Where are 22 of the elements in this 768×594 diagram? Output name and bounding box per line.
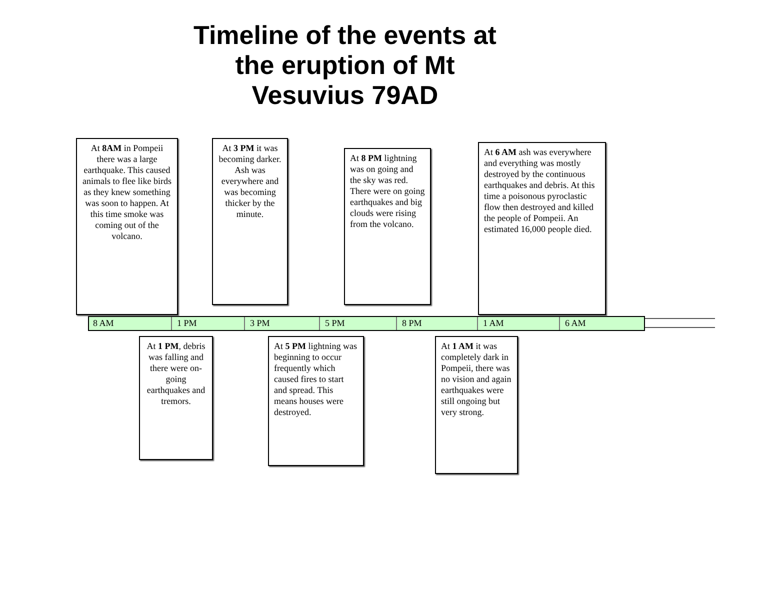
time-label: 1 PM bbox=[173, 317, 245, 330]
event-description: At 1 AM it was completely dark in Pompeii, there was no vision and again earthquakes were still ongoing but very strong. bbox=[441, 341, 512, 418]
time-label: 8 PM bbox=[398, 317, 478, 330]
event-card bbox=[268, 336, 364, 466]
event-description: At 1 PM, debris was falling and there were on-going earthquakes and tremors. bbox=[146, 341, 206, 407]
event-description: At 8 PM lightning was on going and the sky was red. There were on going earthquakes and big clouds were rising from the volcano. bbox=[350, 153, 425, 230]
time-label: 5 PM bbox=[321, 317, 397, 330]
event-card bbox=[76, 138, 178, 315]
event-card bbox=[344, 148, 431, 305]
event-card bbox=[435, 336, 518, 474]
event-description: At 5 PM lightning was beginning to occur frequently which caused fires to start and spread. This means houses were destroyed. bbox=[274, 341, 358, 418]
time-label: 1 AM bbox=[479, 317, 560, 330]
time-label: 6 AM bbox=[564, 317, 587, 330]
event-card bbox=[478, 142, 606, 315]
event-description: At 6 AM ash was everywhere and everything was mostly destroyed by the continuous earthquakes and debris. At this time a poisonous pyroclastic flow then destroyed and killed the people of Pompeii. An estimated 16,000 people died. bbox=[484, 147, 596, 235]
event-card bbox=[212, 138, 288, 305]
diagram-title: Timeline of the events at the eruption of Mt Vesuvius 79AD bbox=[192, 20, 498, 110]
event-description: At 3 PM it was becoming darker. Ash was everywhere and was becoming thicker by the minute. bbox=[218, 143, 282, 220]
time-label: 8 AM bbox=[89, 317, 172, 330]
time-label: 3 PM bbox=[246, 317, 320, 330]
event-description: At 8AM in Pompeii there was a large earthquake. This caused animals to flee like birds as they knew something was soon to happen. At this time smoke was coming out of the volcano. bbox=[82, 143, 172, 242]
event-card bbox=[139, 336, 213, 460]
